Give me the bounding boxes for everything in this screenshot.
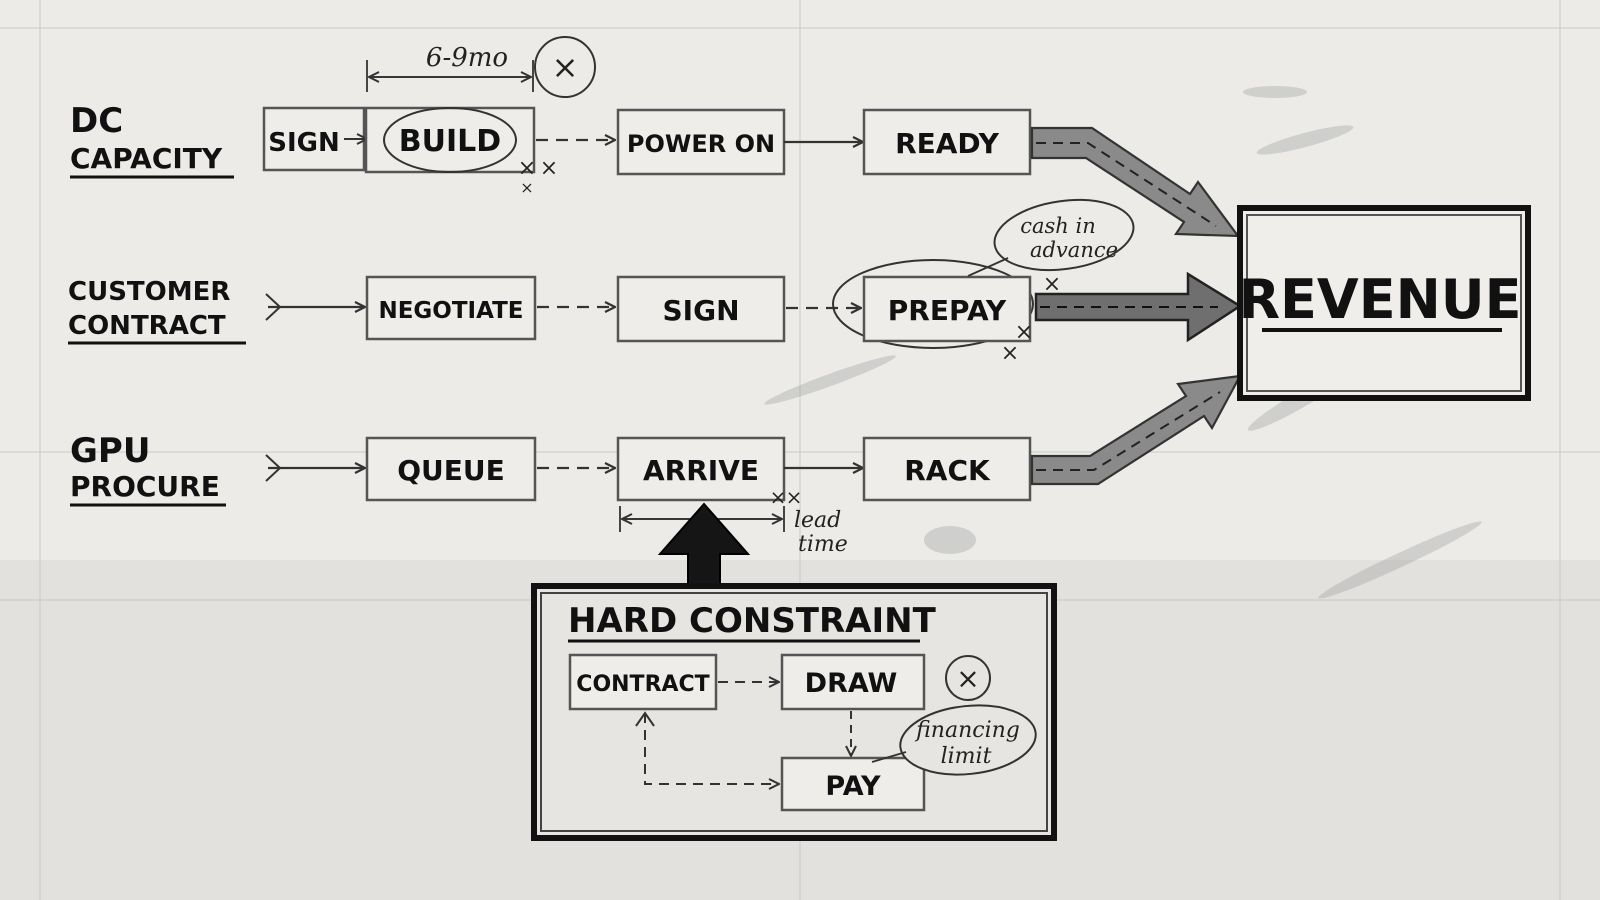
- loop-pay-contract: [635, 711, 778, 784]
- build-duration-annotation: 6-9mo: [366, 40, 534, 92]
- hard-constraint-title: HARD CONSTRAINT: [568, 601, 937, 641]
- svg-text:NEGOTIATE: NEGOTIATE: [378, 298, 523, 324]
- build-duration-label: 6-9mo: [426, 43, 508, 73]
- big-arrow-customer-to-revenue: [1034, 271, 1243, 343]
- lane-label-dc-capacity: DC CAPACITY: [70, 101, 234, 179]
- svg-text:POWER ON: POWER ON: [627, 130, 775, 158]
- constraint-draw: DRAW: [780, 653, 926, 711]
- svg-text:limit: limit: [941, 744, 992, 769]
- svg-text:×: ×: [1015, 320, 1033, 345]
- prepay-circle: [832, 259, 1034, 349]
- big-arrow-dc-to-revenue: [1030, 126, 1241, 238]
- lane-dc-line2: CAPACITY: [70, 142, 223, 175]
- step-cc-sign: SIGN: [616, 275, 786, 343]
- cross-marks-build: × × ×: [518, 156, 558, 197]
- lead-time-label-1: lead: [794, 508, 841, 533]
- svg-text:×: ×: [1001, 341, 1019, 366]
- delay-mark-build: ×: [534, 36, 596, 98]
- step-dc-build: BUILD: [364, 106, 536, 174]
- lead-time-label-2: time: [798, 532, 848, 557]
- step-gpu-arrive: ARRIVE: [616, 436, 786, 502]
- constraint-contract: CONTRACT: [568, 653, 718, 711]
- lane-gpu-line2: PROCURE: [70, 470, 220, 503]
- lane-label-gpu-procure: GPU PROCURE: [70, 431, 226, 507]
- svg-text:SIGN: SIGN: [663, 294, 740, 327]
- cash-in-advance-note: cash in advance: [967, 198, 1135, 277]
- cross-marks-prepay: × × ×: [1001, 272, 1061, 366]
- svg-text:×: ×: [552, 48, 579, 86]
- svg-text:×: ×: [956, 662, 979, 695]
- step-dc-power-on: POWER ON: [616, 108, 786, 176]
- svg-text:CONTRACT: CONTRACT: [576, 672, 709, 697]
- svg-text:QUEUE: QUEUE: [397, 454, 505, 487]
- svg-text:×: ×: [786, 485, 803, 509]
- revenue-box: REVENUE: [1237, 205, 1531, 401]
- arrow-cc-tail: [265, 293, 282, 321]
- revenue-label: REVENUE: [1238, 268, 1521, 331]
- svg-text:READY: READY: [895, 127, 1000, 160]
- svg-text:×: ×: [540, 156, 558, 181]
- svg-text:BUILD: BUILD: [399, 124, 501, 159]
- delay-mark-draw: ×: [945, 655, 991, 701]
- step-gpu-queue: QUEUE: [365, 436, 537, 502]
- arrow-gpu-tail: [265, 454, 282, 482]
- svg-text:PAY: PAY: [825, 771, 881, 802]
- svg-text:DRAW: DRAW: [805, 668, 898, 699]
- lane-customer-line2: CONTRACT: [68, 311, 226, 341]
- svg-text:financing: financing: [914, 718, 1020, 743]
- svg-text:PREPAY: PREPAY: [888, 294, 1007, 327]
- lane-label-customer-contract: CUSTOMER CONTRACT: [68, 277, 246, 345]
- financing-limit-note: financing limit: [871, 704, 1037, 776]
- step-cc-negotiate: NEGOTIATE: [365, 275, 537, 341]
- constraint-pay: PAY: [780, 756, 926, 812]
- constraint-up-arrow: [657, 502, 751, 587]
- lane-dc-line1: DC: [70, 101, 123, 141]
- lane-gpu-line1: GPU: [70, 431, 150, 471]
- big-arrow-gpu-to-revenue: [1030, 374, 1242, 486]
- step-cc-prepay: PREPAY: [832, 259, 1034, 349]
- svg-text:advance: advance: [1030, 238, 1118, 262]
- build-circle: [383, 107, 517, 173]
- step-dc-ready: READY: [862, 108, 1032, 176]
- svg-text:×: ×: [518, 156, 536, 181]
- svg-text:×: ×: [520, 178, 533, 197]
- svg-text:ARRIVE: ARRIVE: [643, 454, 759, 487]
- svg-text:×: ×: [1043, 272, 1061, 297]
- svg-text:SIGN: SIGN: [268, 128, 340, 158]
- step-gpu-rack: RACK: [862, 436, 1032, 502]
- svg-text:×: ×: [770, 485, 787, 509]
- lane-customer-line1: CUSTOMER: [68, 277, 230, 307]
- svg-text:cash in: cash in: [1020, 214, 1096, 238]
- svg-text:RACK: RACK: [904, 454, 991, 487]
